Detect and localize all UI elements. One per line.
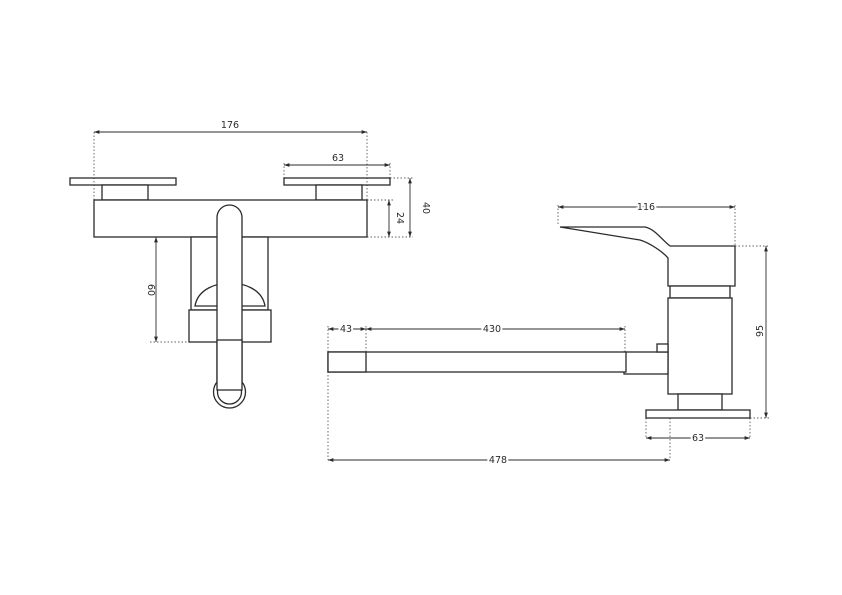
dim-side-base: 63 (692, 433, 704, 444)
front-view-body (69, 177, 391, 409)
side-view-body (327, 226, 751, 419)
dim-front-body: 24 (394, 212, 405, 224)
dim-front-width: 176 (221, 120, 239, 131)
dim-side-total: 478 (489, 455, 507, 466)
dim-side-lever: 116 (637, 202, 655, 213)
dim-front-height: 40 (420, 202, 431, 214)
dim-front-drop: 60 (145, 284, 156, 296)
dim-side-spout: 430 (483, 324, 501, 335)
dim-side-nozzle: 43 (340, 324, 352, 335)
side-view: 116 43 430 478 95 63 (327, 200, 769, 468)
front-view: 176 63 40 24 60 (69, 120, 431, 409)
dim-side-height: 95 (755, 325, 766, 337)
dim-front-eccentric: 63 (332, 153, 344, 164)
